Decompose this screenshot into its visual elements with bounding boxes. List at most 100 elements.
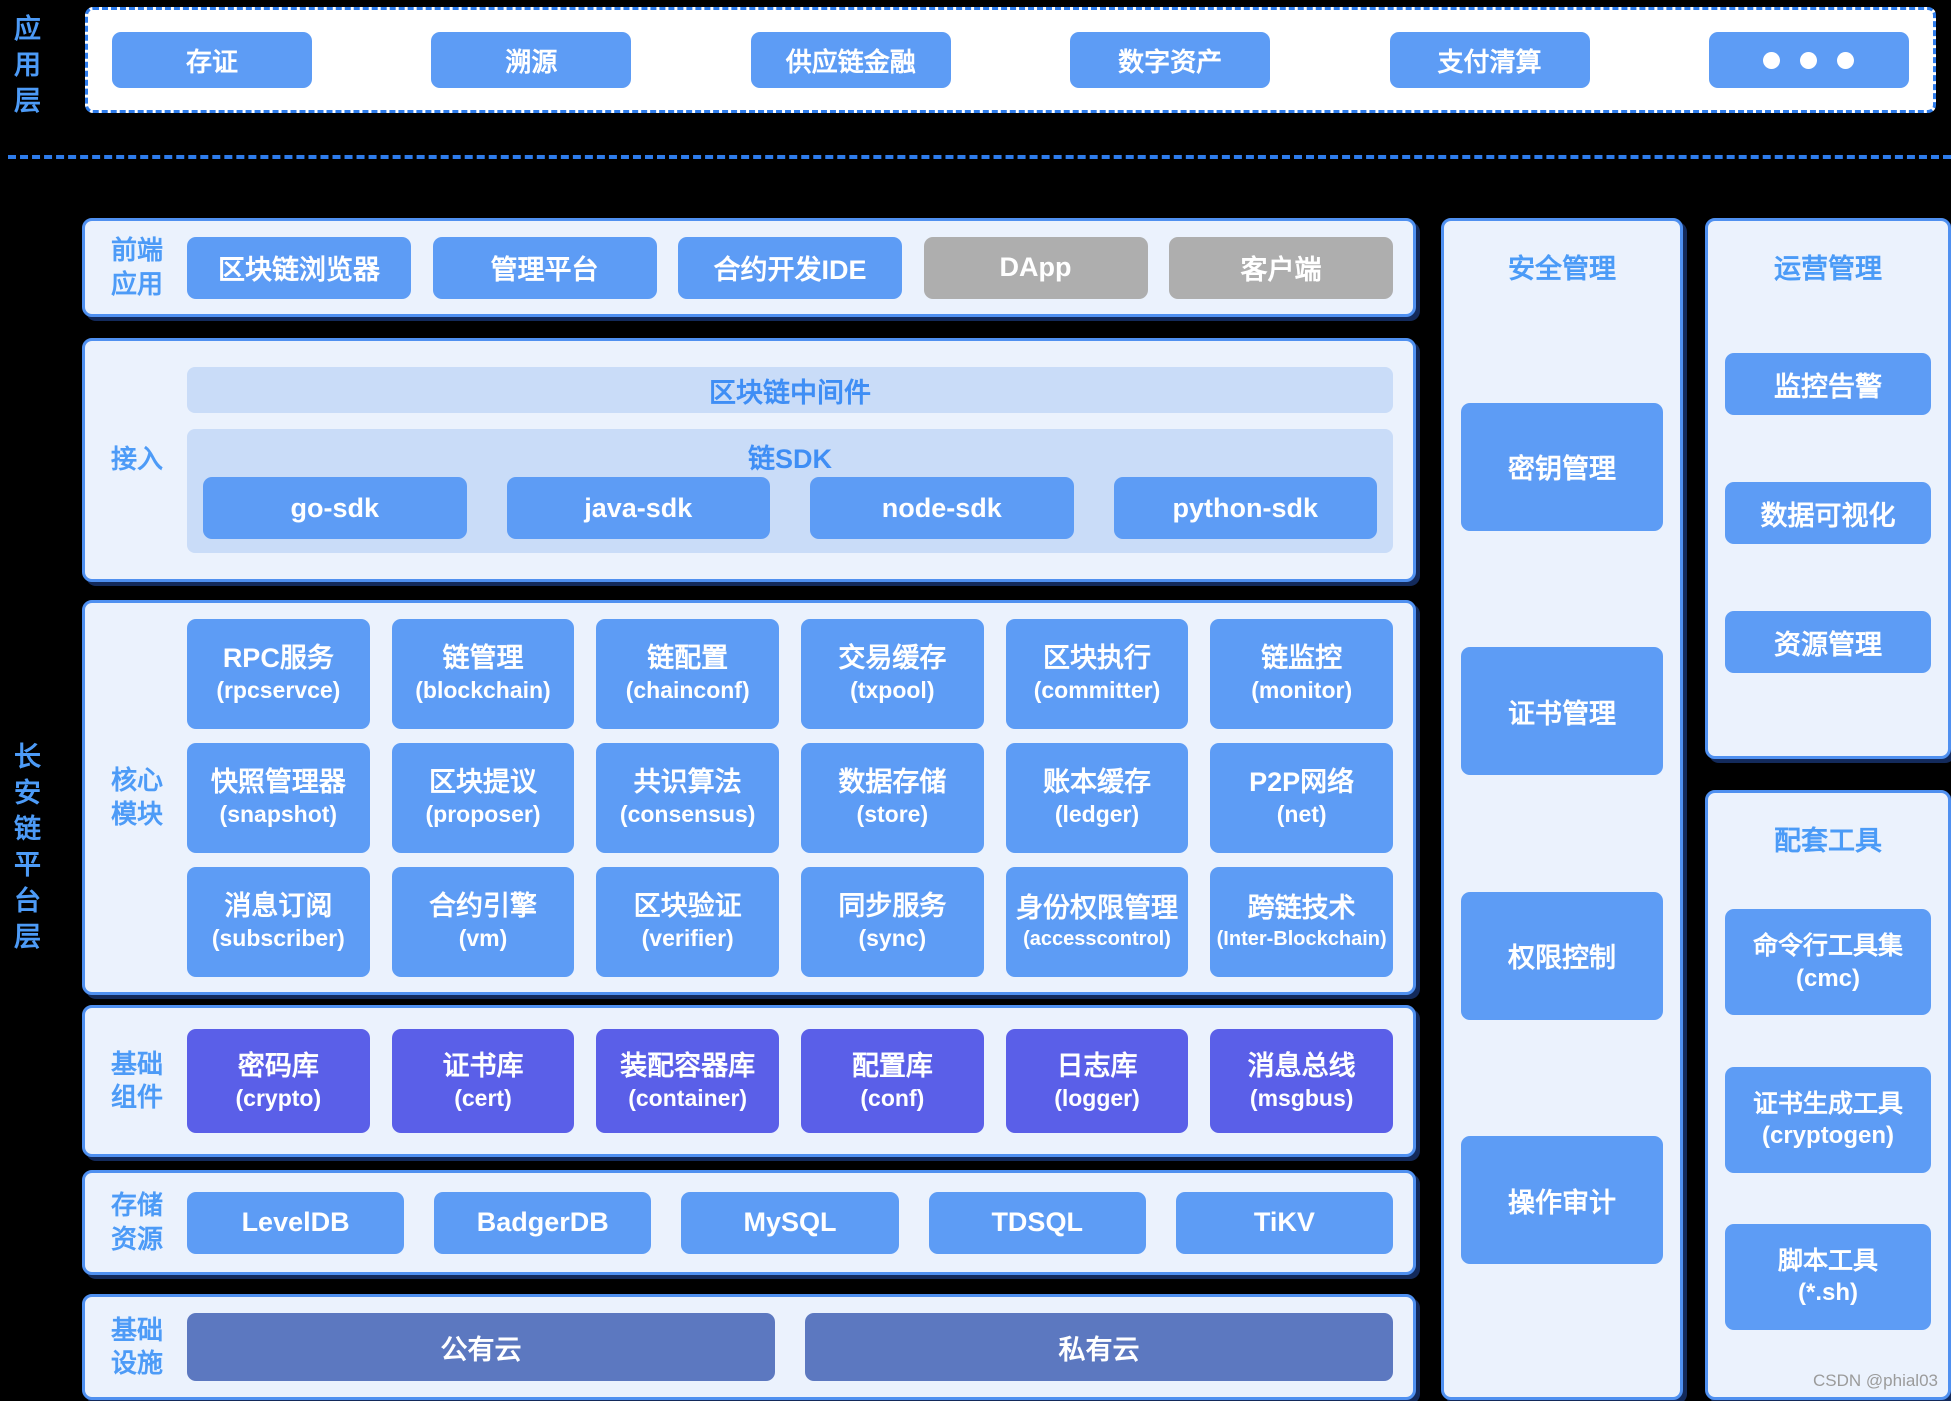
core-module-zh: P2P网络 — [1249, 767, 1355, 797]
base-component: 密码库 (crypto) — [187, 1029, 370, 1133]
core-module-zh: 区块验证 — [633, 891, 742, 921]
storage-resources-panel: 存储资源 LevelDB BadgerDB MySQL TDSQL TiKV — [82, 1170, 1416, 1275]
core-module-en: (accesscontrol) — [1023, 928, 1171, 951]
base-component-en: (cert) — [454, 1084, 512, 1111]
core-panel-label: 核心模块 — [110, 765, 163, 829]
core-module: 跨链技术(Inter-Blockchain) — [1210, 866, 1393, 977]
security-item-key-management: 密钥管理 — [1461, 402, 1663, 531]
core-module: 交易缓存 (txpool) — [801, 618, 984, 729]
app-item-evidence: 存证 — [112, 32, 312, 88]
core-module-en: (consensus) — [619, 801, 756, 828]
core-module-en: (rpcservce) — [216, 677, 341, 704]
core-module: 账本缓存(ledger) — [1005, 742, 1189, 853]
app-item-payment-clearing: 支付清算 — [1389, 32, 1590, 88]
core-module-zh: 合约引擎 — [428, 891, 537, 921]
core-module: 快照管理器(snapshot) — [187, 742, 370, 853]
security-panel-title: 安全管理 — [1508, 254, 1616, 284]
security-item-permission-control: 权限控制 — [1461, 891, 1663, 1020]
layer-separator-dashed-line — [8, 155, 1951, 159]
core-module-en: (txpool) — [850, 677, 935, 704]
core-module-zh: 交易缓存 — [838, 643, 947, 673]
core-module-en: (verifier) — [641, 925, 734, 952]
core-module-zh: 消息订阅 — [224, 891, 333, 921]
app-item-digital-assets: 数字资产 — [1070, 32, 1271, 88]
core-module: 区块执行(committer) — [1005, 618, 1189, 729]
sdk-item-java: java-sdk — [506, 477, 770, 539]
base-component-zh: 装配容器库 — [620, 1050, 756, 1081]
base-component-en: (crypto) — [235, 1084, 322, 1111]
frontend-item-client: 客户端 — [1169, 236, 1393, 299]
tools-item-en: (cryptogen) — [1762, 1122, 1894, 1150]
more-dots-icon — [1763, 51, 1781, 69]
infra-item-public-cloud: 公有云 — [187, 1313, 775, 1381]
tools-panel-title: 配套工具 — [1774, 826, 1882, 856]
base-component-en: (logger) — [1054, 1084, 1140, 1111]
sdk-item-python: python-sdk — [1113, 477, 1377, 539]
core-module-en: (ledger) — [1054, 801, 1140, 828]
access-panel: 接入 区块链中间件 链SDK go-sdk java-sdk node-sdk … — [82, 338, 1416, 582]
app-item-supplychain-finance: 供应链金融 — [750, 32, 951, 88]
chain-sdk-title: 链SDK — [747, 443, 832, 474]
base-component-en: (conf) — [860, 1084, 925, 1111]
base-component: 配置库 (conf) — [801, 1029, 984, 1133]
app-item-traceability: 溯源 — [431, 32, 632, 88]
core-module: 合约引擎 (vm) — [391, 866, 575, 977]
tools-item-script: 脚本工具 (*.sh) — [1725, 1223, 1931, 1330]
sdk-item-node: node-sdk — [810, 477, 1074, 539]
operations-management-panel: 运营管理 监控告警 数据可视化 资源管理 — [1705, 218, 1951, 759]
infra-panel-label: 基础设施 — [110, 1314, 163, 1378]
base-component-zh: 密码库 — [237, 1050, 319, 1081]
core-module: 链配置(chainconf) — [596, 618, 779, 729]
tools-item-zh: 命令行工具集 — [1752, 932, 1903, 961]
watermark-text: CSDN @phial03 — [1813, 1371, 1938, 1390]
core-module: 共识算法 (consensus) — [596, 742, 779, 853]
core-module-en: (vm) — [458, 925, 508, 952]
core-module-en: (blockchain) — [415, 677, 551, 704]
frontend-item-management-platform: 管理平台 — [432, 236, 657, 299]
infrastructure-panel: 基础设施 公有云 私有云 — [82, 1294, 1416, 1400]
storage-item-leveldb: LevelDB — [187, 1191, 405, 1254]
tools-item-en: (*.sh) — [1798, 1279, 1858, 1307]
core-module-en: (net) — [1276, 801, 1327, 828]
base-components-panel: 基础组件 密码库(crypto) 证书库(cert) 装配容器库(contain… — [82, 1005, 1416, 1157]
base-component-zh: 消息总线 — [1247, 1050, 1356, 1081]
core-module-zh: 快照管理器 — [210, 767, 346, 797]
frontend-item-blockchain-browser: 区块链浏览器 — [187, 236, 411, 299]
sdk-item-go: go-sdk — [203, 477, 467, 539]
base-component-zh: 证书库 — [442, 1050, 524, 1081]
security-item-cert-management: 证书管理 — [1461, 647, 1663, 776]
base-component-zh: 日志库 — [1056, 1050, 1138, 1081]
core-module-zh: 区块提议 — [428, 767, 537, 797]
security-item-operation-audit: 操作审计 — [1461, 1136, 1663, 1265]
storage-panel-label: 存储资源 — [110, 1190, 163, 1254]
core-module-zh: 跨链技术 — [1247, 892, 1356, 923]
base-component-zh: 配置库 — [851, 1050, 933, 1081]
core-module-zh: 同步服务 — [838, 891, 947, 921]
core-module-zh: 链配置 — [647, 643, 729, 673]
security-management-panel: 安全管理 密钥管理 证书管理 权限控制 操作审计 — [1441, 218, 1683, 1400]
core-module-en: (store) — [856, 801, 929, 828]
core-module: 同步服务(sync) — [801, 866, 984, 977]
storage-item-tdsql: TDSQL — [928, 1191, 1146, 1254]
ops-item-data-visualization: 数据可视化 — [1725, 482, 1931, 544]
core-module: 数据存储(store) — [801, 742, 984, 853]
tools-item-zh: 脚本工具 — [1777, 1246, 1878, 1275]
more-dots-icon — [1800, 51, 1818, 69]
application-layer-panel: 存证 溯源 供应链金融 数字资产 支付清算 — [85, 7, 1936, 113]
core-module-zh: 链管理 — [442, 643, 524, 673]
frontend-apps-panel: 前端应用 区块链浏览器 管理平台 合约开发IDE DApp 客户端 — [82, 218, 1416, 317]
tools-item-zh: 证书生成工具 — [1752, 1089, 1903, 1118]
frontend-item-contract-ide: 合约开发IDE — [678, 236, 902, 299]
more-dots-icon — [1837, 51, 1855, 69]
storage-item-tikv: TiKV — [1175, 1191, 1393, 1254]
base-component-en: (msgbus) — [1249, 1084, 1354, 1111]
ops-panel-title: 运营管理 — [1774, 254, 1882, 284]
frontend-item-dapp: DApp — [923, 236, 1148, 299]
blockchain-middleware-bar: 区块链中间件 — [187, 367, 1393, 413]
core-module-zh: 共识算法 — [633, 767, 742, 797]
core-module: 区块提议(proposer) — [391, 742, 575, 853]
supporting-tools-panel: 配套工具 命令行工具集(cmc) 证书生成工具(cryptogen) 脚本工具(… — [1705, 790, 1951, 1400]
storage-item-badgerdb: BadgerDB — [434, 1191, 652, 1254]
base-panel-label: 基础组件 — [110, 1048, 163, 1112]
core-module-en: (committer) — [1033, 677, 1161, 704]
